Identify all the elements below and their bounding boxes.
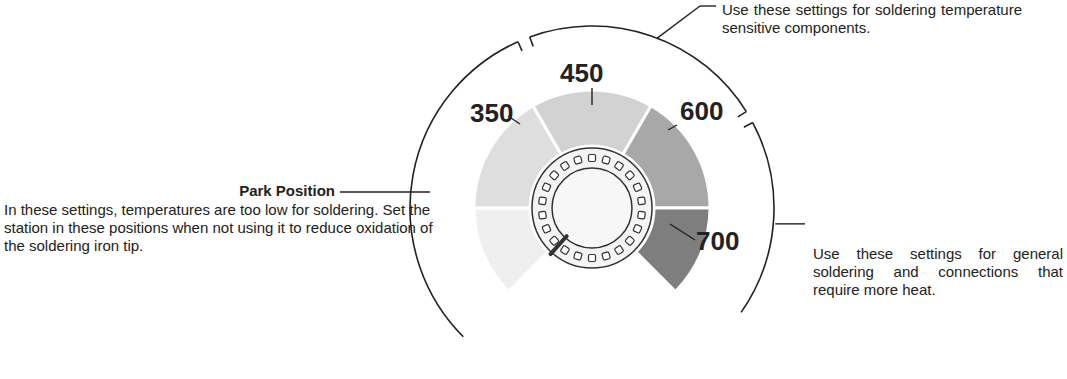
knob-knurl	[589, 255, 596, 262]
bracket-tick	[738, 112, 746, 117]
park-note: In these settings, temperatures are too …	[4, 201, 444, 255]
number-leader	[591, 88, 592, 105]
range-bracket	[410, 42, 518, 337]
knob-knurl	[638, 211, 646, 219]
knob-knurl	[574, 156, 583, 165]
bracket-tick	[744, 123, 753, 128]
knob-knurl	[589, 155, 596, 162]
knob-knurl	[633, 183, 642, 192]
range-note: Use these settings for general soldering…	[813, 245, 1063, 299]
knob-knurl	[539, 211, 547, 219]
temperature-value: 700	[696, 226, 766, 257]
knob-knurl	[614, 245, 624, 255]
knob-knurl	[625, 236, 635, 246]
number-leader	[668, 125, 677, 130]
bracket-tick	[518, 42, 522, 51]
temperature-value: 600	[680, 96, 750, 127]
knob-knurl	[602, 156, 611, 165]
leader-line	[775, 223, 805, 224]
knob-cap	[552, 168, 632, 248]
knob-knurl	[574, 252, 583, 261]
range-note: Use these settings for soldering tempera…	[722, 1, 1022, 37]
knob-knurl	[542, 183, 551, 192]
knob-knurl	[542, 224, 551, 233]
leader-line	[340, 191, 430, 192]
knob-rim	[532, 148, 652, 268]
bracket-tick	[530, 37, 533, 46]
knob-knurl	[560, 245, 570, 255]
knob-knurl	[549, 170, 559, 180]
temperature-value: 350	[470, 98, 540, 129]
range-bracket	[741, 123, 774, 313]
note-heading: Park Position	[200, 182, 335, 200]
knob-knurl	[638, 197, 646, 205]
knob-knurl	[633, 224, 642, 233]
knob-knurl	[560, 161, 570, 171]
knob-knurl	[539, 197, 547, 205]
number-leader	[670, 224, 695, 240]
knob-knurl	[602, 252, 611, 261]
knob-pointer	[551, 236, 567, 254]
leader-line	[700, 5, 716, 6]
temperature-value: 450	[560, 58, 630, 89]
knob-knurl	[625, 170, 635, 180]
leader-line	[657, 6, 700, 38]
knob-knurl	[614, 161, 624, 171]
